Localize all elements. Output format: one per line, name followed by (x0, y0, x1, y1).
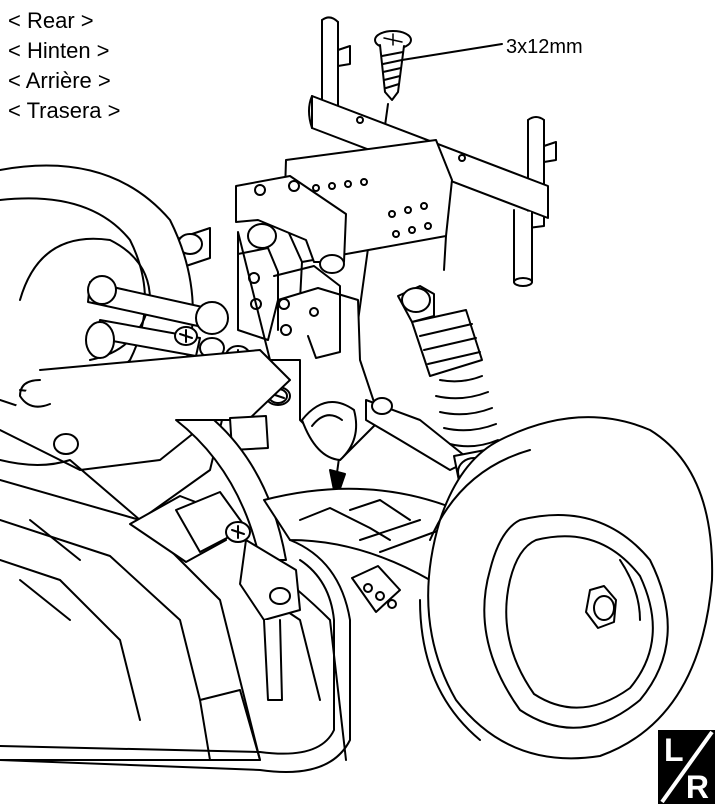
right-rear-wheel (419, 416, 714, 760)
lr-symbol-badge: L R (658, 730, 715, 805)
rear-chassis-frame (0, 349, 291, 561)
lr-slash-icon (660, 730, 714, 804)
direction-labels: < Rear > < Hinten > < Arrière > < Traser… (8, 6, 121, 126)
chassis-tray (0, 479, 347, 761)
screw-leader-line (401, 43, 503, 61)
label-rear-de: < Hinten > (8, 38, 110, 63)
label-rear-en: < Rear > (8, 8, 94, 33)
gearbox-housing (235, 175, 381, 461)
label-rear-fr: < Arrière > (8, 68, 111, 93)
steering-post (129, 491, 301, 701)
rear-bumper (0, 539, 351, 773)
screw-3x12 (374, 30, 412, 101)
left-driveshaft (85, 275, 229, 359)
lr-right-letter: R (685, 769, 709, 805)
label-rear-es: < Trasera > (8, 98, 121, 123)
lr-left-letter: L (664, 732, 684, 768)
screw-size-label: 3x12mm (506, 36, 583, 58)
